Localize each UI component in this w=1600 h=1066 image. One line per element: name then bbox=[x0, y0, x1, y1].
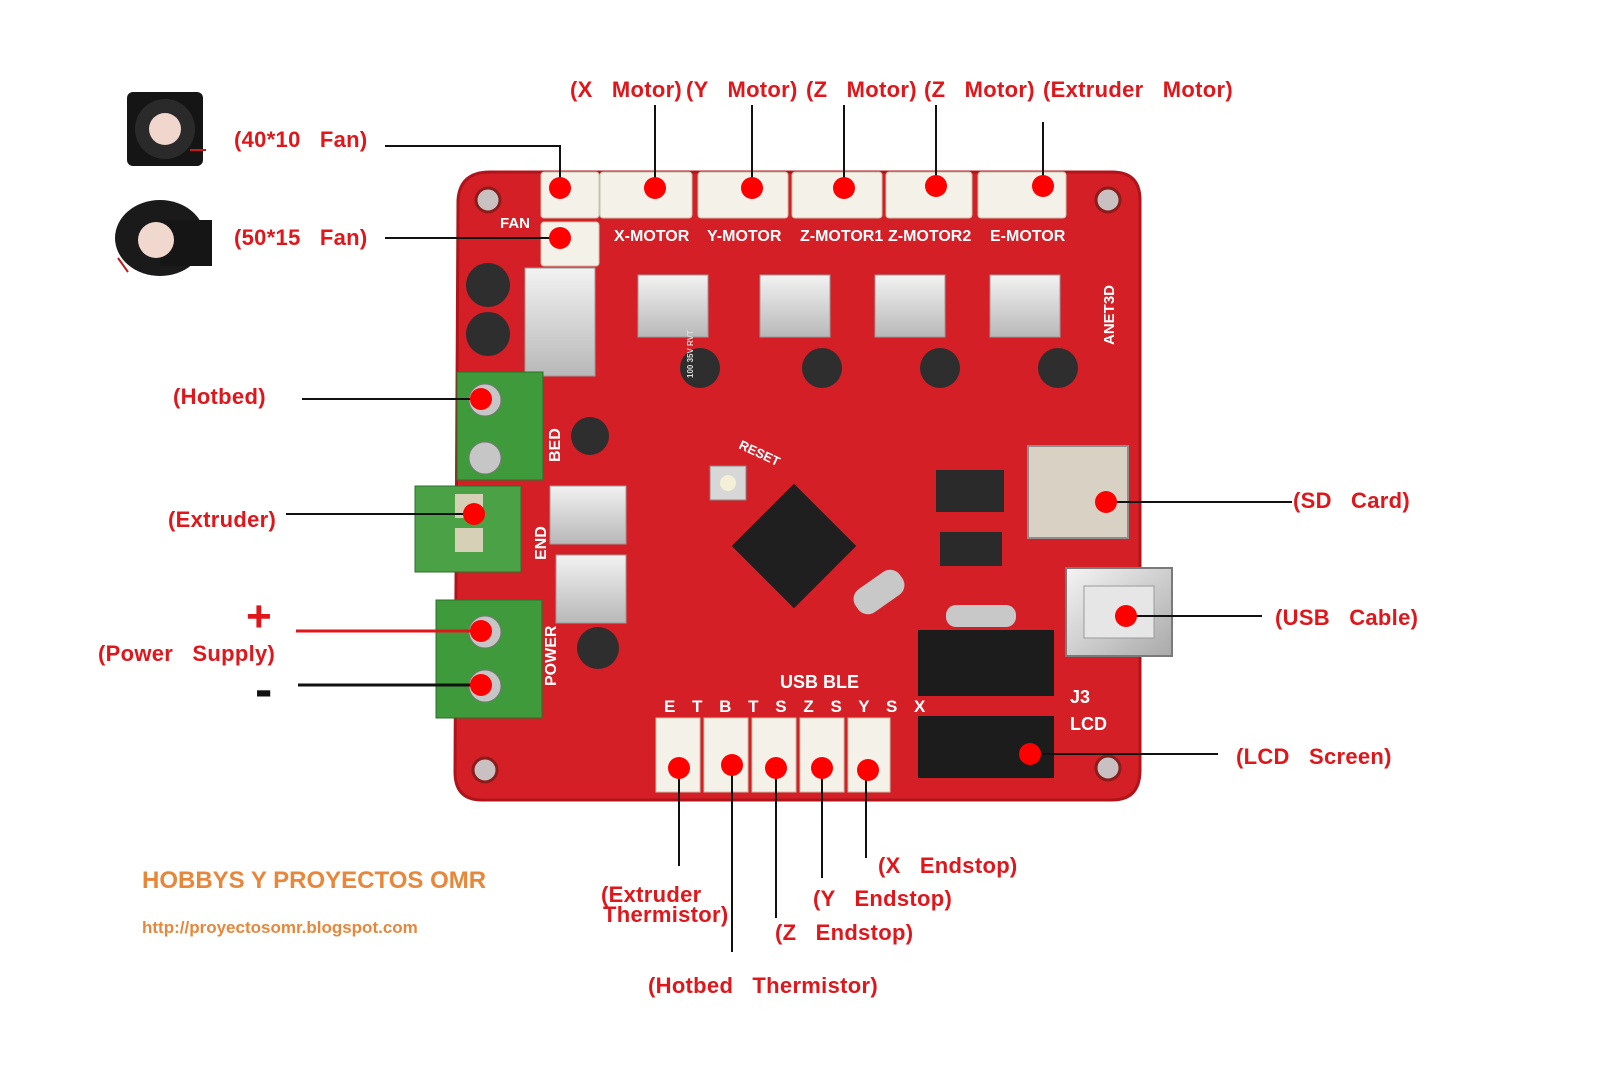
label-extruder-motor: (Extruder Motor) bbox=[1043, 77, 1233, 102]
plus-sign: + bbox=[246, 592, 272, 641]
fan-50-blower-image bbox=[115, 200, 212, 276]
silk-z-motor2: Z-MOTOR2 bbox=[888, 228, 971, 245]
silk-z-motor1: Z-MOTOR1 bbox=[800, 228, 883, 245]
minus-sign: - bbox=[255, 661, 273, 719]
label-usb-cable: (USB Cable) bbox=[1275, 605, 1419, 630]
label-x-motor: (X Motor) bbox=[570, 77, 683, 102]
label-power-supply: (Power Supply) bbox=[98, 641, 276, 666]
label-lcd-screen: (LCD Screen) bbox=[1236, 744, 1392, 769]
label-hotbed-thermistor: (Hotbed Thermistor) bbox=[648, 973, 878, 998]
silk-usb-ble: USB BLE bbox=[780, 672, 859, 692]
label-fan-50: (50*15 Fan) bbox=[234, 225, 368, 250]
silk-end: END bbox=[533, 526, 550, 560]
label-hotbed: (Hotbed) bbox=[173, 384, 266, 409]
silk-x-motor: X-MOTOR bbox=[614, 228, 690, 245]
silk-bed: BED bbox=[547, 428, 564, 462]
silk-e-motor: E-MOTOR bbox=[990, 228, 1066, 245]
label-x-endstop: (X Endstop) bbox=[878, 853, 1018, 878]
label-z-motor-1: (Z Motor) bbox=[806, 77, 917, 102]
silk-power: POWER bbox=[543, 625, 560, 686]
silk-fan: FAN bbox=[500, 215, 530, 232]
label-fan-40: (40*10 Fan) bbox=[234, 127, 368, 152]
connection-dots bbox=[463, 175, 1137, 781]
label-extruder-thermistor-line1: (Extruder bbox=[601, 882, 702, 907]
silk-lcd: LCD bbox=[1070, 714, 1107, 734]
silk-y-motor: Y-MOTOR bbox=[707, 228, 782, 245]
label-y-endstop: (Y Endstop) bbox=[813, 886, 953, 911]
label-sd-card: (SD Card) bbox=[1293, 488, 1410, 513]
silk-endstop-pins: E T B T S Z S Y S X bbox=[664, 697, 931, 716]
control-board bbox=[414, 170, 1173, 802]
label-extruder: (Extruder) bbox=[168, 507, 277, 532]
label-z-motor-2: (Z Motor) bbox=[924, 77, 1035, 102]
silk-j3: J3 bbox=[1070, 687, 1090, 707]
brand-url[interactable]: http://proyectosomr.blogspot.com bbox=[142, 918, 418, 937]
brand-title: HOBBYS Y PROYECTOS OMR bbox=[142, 867, 487, 894]
label-z-endstop: (Z Endstop) bbox=[775, 920, 914, 945]
fan-40-image bbox=[127, 92, 206, 166]
label-y-motor: (Y Motor) bbox=[686, 77, 798, 102]
cap-marking: 100 35V RVT bbox=[686, 330, 695, 378]
silk-anet3d: ANET3D bbox=[1101, 285, 1118, 345]
label-extruder-thermistor-line2: Thermistor) bbox=[603, 902, 729, 927]
